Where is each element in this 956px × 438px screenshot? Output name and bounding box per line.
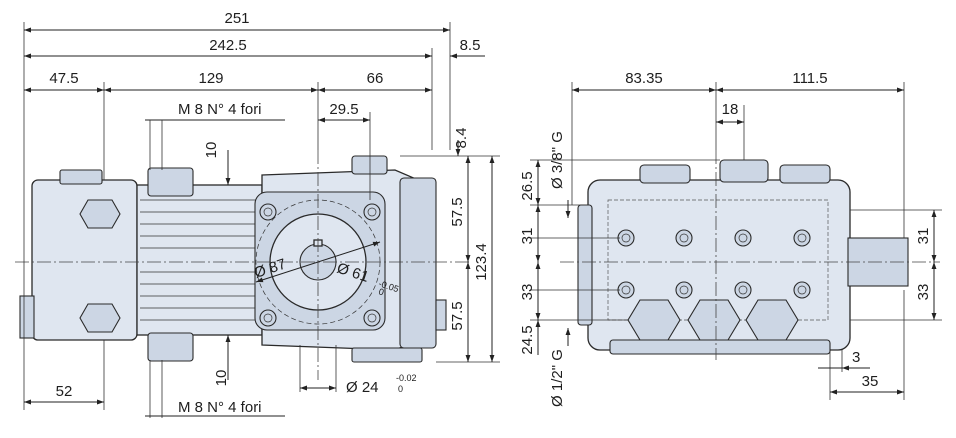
side-top-cap-1: [639, 164, 691, 184]
front-view: [15, 150, 470, 380]
cylinder-fins: [140, 199, 258, 321]
dim-offset-right: 8.5: [460, 37, 481, 54]
side-top-cap-3: [779, 164, 831, 184]
oil-cap-front: [351, 155, 388, 175]
side-dim-33-right: 33: [915, 284, 932, 301]
dim-hole-pitch: 29.5: [329, 101, 358, 118]
thread-label-bottom: M 8 N° 4 fori: [178, 399, 262, 416]
thread-label-top: M 8 N° 4 fori: [178, 101, 262, 118]
side-view: [560, 150, 940, 360]
hub-tolerance-lower: 0: [377, 286, 385, 297]
side-valve-plugs: [627, 299, 799, 341]
shaft-tolerance-upper: -0.02: [396, 373, 417, 383]
cylinder-body: [136, 184, 263, 336]
dim-body-length: 242.5: [209, 37, 247, 54]
dim-half-lower: 57.5: [449, 301, 466, 330]
side-dim-18: 18: [722, 101, 739, 118]
side-dim-26-5: 26.5: [519, 171, 536, 200]
inlet-port: [59, 169, 103, 185]
inlet-thread-label: Ø 3/8" G: [549, 131, 566, 189]
dim-left-section: 47.5: [49, 70, 78, 87]
shaft-diameter: Ø 24: [346, 379, 379, 396]
bottom-boss: [147, 332, 194, 362]
dim-gap-bottom: 10: [213, 370, 230, 387]
side-dim-31-left: 31: [519, 228, 536, 245]
end-cover: [399, 177, 437, 349]
side-base: [609, 339, 831, 355]
side-bolts: [617, 229, 811, 299]
dim-gap-top: 10: [203, 142, 220, 159]
lower-plug: [79, 303, 121, 333]
side-dim-3: 3: [852, 349, 860, 366]
side-dim-width-right: 111.5: [792, 70, 827, 87]
side-dim-33-left: 33: [519, 284, 536, 301]
side-dim-width-left: 83.35: [625, 70, 663, 87]
dim-left-bottom: 52: [56, 383, 73, 400]
side-dim-24-5: 24.5: [519, 325, 536, 354]
dim-overall-length: 251: [224, 10, 249, 27]
dim-right-section: 66: [367, 70, 384, 87]
top-boss: [147, 167, 194, 197]
side-dimensions: 83.35 111.5 18 26.5 31 33 24.5 Ø 3/8" G …: [519, 70, 942, 407]
shaft-tolerance-lower: 0: [398, 384, 403, 394]
outlet-thread-label: Ø 1/2" G: [549, 349, 566, 407]
flange-bolts: [259, 203, 381, 327]
drain-plug: [435, 299, 447, 331]
dim-mid-section: 129: [198, 70, 223, 87]
side-dim-31-right: 31: [915, 228, 932, 245]
base-foot: [351, 347, 423, 363]
dim-top-offset: 8.4: [453, 128, 470, 149]
dim-half-upper: 57.5: [449, 197, 466, 226]
side-oil-cap: [719, 159, 769, 183]
upper-plug: [79, 199, 121, 229]
outlet-stub: [19, 295, 35, 339]
dim-total-height: 123.4: [473, 243, 490, 281]
side-left-cover: [577, 204, 593, 326]
side-dim-35: 35: [862, 373, 879, 390]
